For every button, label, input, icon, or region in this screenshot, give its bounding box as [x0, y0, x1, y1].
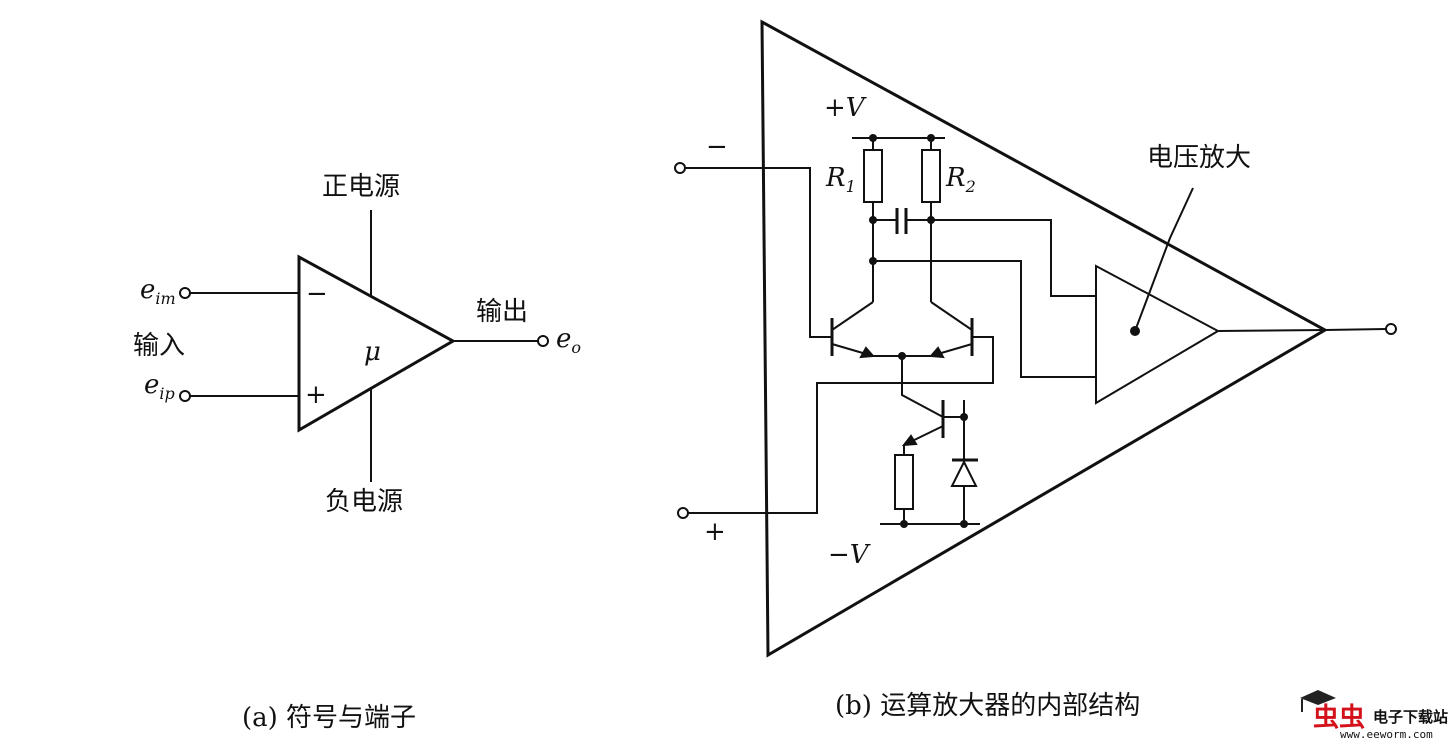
inverting-sign: − [306, 279, 328, 309]
graduation-cap-icon [1300, 690, 1336, 712]
noninverting-input-terminal [179, 390, 191, 402]
eip-label: eip [144, 370, 175, 403]
q2-emitter-arrow [928, 346, 945, 359]
internal-inverting-sign: − [706, 132, 728, 162]
junction-dot [927, 216, 935, 224]
q1-emitter-arrow [859, 346, 876, 359]
outer-output-lead [1324, 328, 1387, 331]
caption-b: (b) 运算放大器的内部结构 [835, 691, 1140, 721]
junction-dots [869, 134, 1140, 528]
r2-label: R2 [945, 163, 976, 196]
outer-opamp-triangle [760, 19, 1329, 658]
eo-label: eo [556, 324, 581, 357]
junction-dot [927, 134, 935, 142]
junction-dot [869, 257, 877, 265]
eim-label: eim [140, 275, 176, 308]
negative-supply-v: −V [828, 540, 871, 570]
watermark-brand: 虫虫 [1313, 703, 1365, 733]
amp-feed-lower [873, 260, 1096, 378]
watermark-url: www.eeworm.com [1340, 728, 1433, 741]
output-label: 输出 [476, 297, 528, 327]
voltage-amplifier [1095, 264, 1221, 405]
junction-dot [900, 520, 908, 528]
internal-noninverting-terminal [677, 507, 689, 519]
q3-emitter-arrow [901, 434, 918, 447]
output-terminal [537, 335, 549, 347]
input-label: 输入 [133, 331, 185, 361]
resistor-r2 [921, 149, 941, 203]
positive-supply-v: +V [824, 93, 867, 123]
watermark: 虫虫 电子下载站 www.eeworm.com [1300, 690, 1448, 741]
amp-feed-upper [931, 219, 1096, 297]
internal-amp-output [1217, 329, 1326, 332]
junction-dot [869, 134, 877, 142]
gain-symbol: μ [364, 337, 381, 367]
inverting-input-terminal [179, 287, 191, 299]
inverting-input-wire [685, 167, 832, 338]
resistor-r1 [863, 149, 883, 203]
junction-dot [960, 413, 968, 421]
internal-noninverting-sign: + [704, 517, 726, 547]
tail-wire [901, 356, 944, 418]
junction-dot [898, 352, 906, 360]
positive-supply-label: 正电源 [322, 172, 400, 202]
noninverting-sign: + [305, 380, 327, 410]
q2-collector [930, 301, 973, 331]
watermark-site-name: 电子下载站 [1373, 708, 1448, 726]
amp-label-dot [1130, 326, 1140, 336]
opamp-triangle [297, 254, 457, 433]
voltage-amp-label: 电压放大 [1147, 143, 1251, 173]
r1-label: R1 [825, 163, 856, 196]
symbol-opamp [179, 210, 549, 482]
amp-label-leader [1134, 187, 1194, 332]
q1-collector [831, 301, 874, 331]
junction-dot [960, 520, 968, 528]
internal-output-terminal [1385, 323, 1397, 335]
zener-diode [950, 459, 978, 487]
caption-a: (a) 符号与端子 [242, 703, 416, 733]
tail-resistor [894, 454, 914, 510]
negative-supply-label: 负电源 [325, 487, 403, 517]
noninverting-input-wire [688, 336, 994, 514]
internal-inverting-terminal [674, 162, 686, 174]
junction-dot [869, 216, 877, 224]
internal-structure [674, 19, 1397, 658]
